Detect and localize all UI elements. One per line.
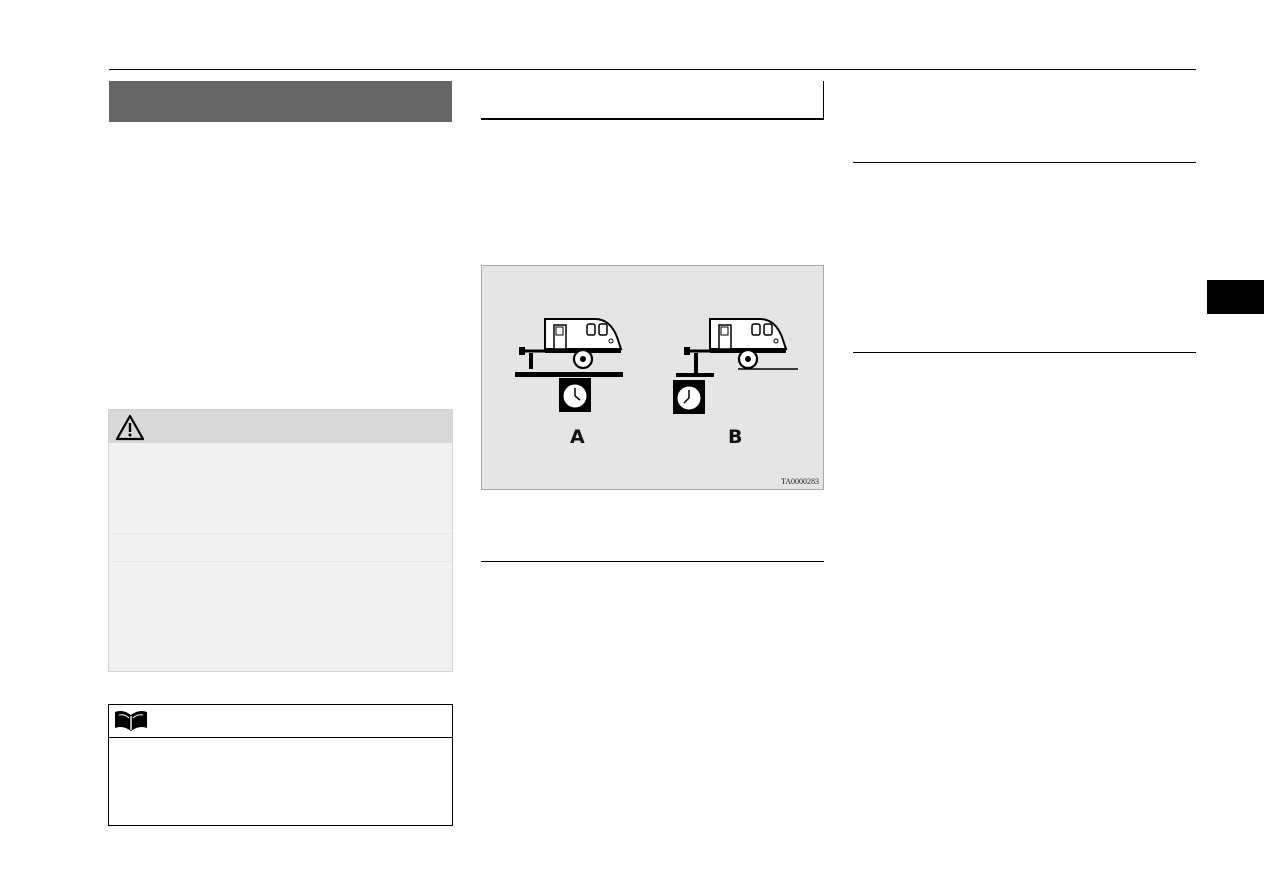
warning-divider	[109, 561, 452, 562]
figure-label-a: A	[570, 426, 585, 448]
column2-heading-frame	[481, 81, 824, 120]
section-heading-bar	[109, 81, 452, 122]
trailer-a-illustration	[515, 318, 623, 377]
trailer-b-illustration	[676, 318, 798, 377]
scale-b-icon	[673, 380, 705, 414]
note-box	[108, 704, 453, 826]
frame-right-edge	[823, 81, 824, 120]
frame-bottom-rule	[481, 118, 824, 120]
scale-a-icon	[559, 378, 591, 412]
warning-box	[108, 409, 453, 672]
open-book-icon	[115, 711, 147, 731]
note-header-rule	[109, 737, 452, 738]
top-rule	[109, 69, 1196, 70]
warning-header	[109, 410, 452, 443]
chapter-side-tab	[1207, 280, 1264, 314]
warning-divider	[109, 533, 452, 534]
warning-triangle-icon	[115, 414, 145, 441]
figure-code: TA0000283	[780, 477, 819, 486]
column2-rule	[481, 561, 824, 562]
trailer-tongue-weight-figure: A B TA0000283	[481, 265, 824, 490]
figure-label-b: B	[728, 426, 743, 448]
column3-rule-bottom	[853, 352, 1196, 353]
column3-rule-top	[853, 162, 1196, 163]
